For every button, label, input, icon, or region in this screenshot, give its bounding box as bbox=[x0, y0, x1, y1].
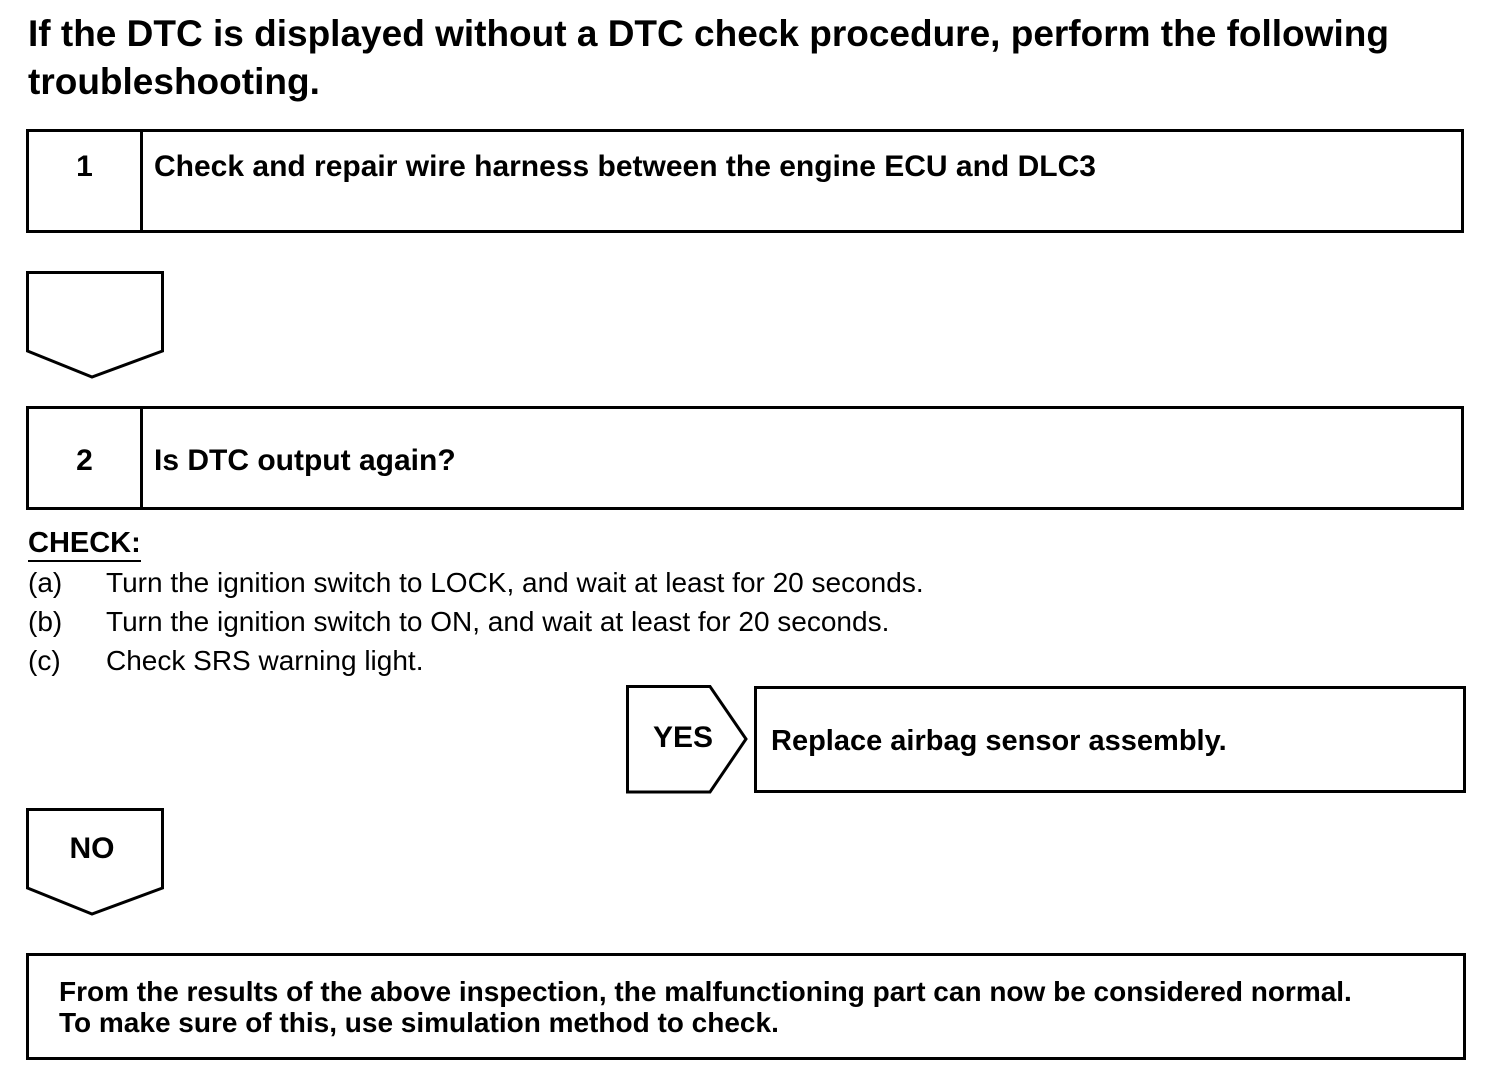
step-2-box: 2 Is DTC output again? bbox=[26, 406, 1464, 510]
step-2-number: 2 bbox=[29, 409, 143, 507]
check-item: (a) Turn the ignition switch to LOCK, an… bbox=[28, 563, 924, 602]
step-1-box: 1 Check and repair wire harness between … bbox=[26, 129, 1464, 233]
step-1-number: 1 bbox=[29, 132, 143, 230]
check-item-text: Turn the ignition switch to ON, and wait… bbox=[106, 606, 890, 637]
yes-result-text: Replace airbag sensor assembly. bbox=[771, 725, 1227, 757]
no-arrow-shape bbox=[26, 808, 164, 916]
page-title: If the DTC is displayed without a DTC ch… bbox=[28, 13, 1389, 102]
conclusion-line-2: To make sure of this, use simulation met… bbox=[59, 1007, 779, 1038]
yes-label: YES bbox=[652, 721, 714, 754]
check-label: CHECK: bbox=[28, 526, 141, 562]
check-item: (b) Turn the ignition switch to ON, and … bbox=[28, 602, 924, 641]
check-item-marker: (c) bbox=[28, 645, 61, 676]
check-item-marker: (b) bbox=[28, 606, 63, 637]
check-item-marker: (a) bbox=[28, 567, 63, 598]
step-1-text: Check and repair wire harness between th… bbox=[154, 150, 1096, 183]
check-item: (c) Check SRS warning light. bbox=[28, 641, 924, 680]
check-item-text: Turn the ignition switch to LOCK, and wa… bbox=[106, 567, 924, 598]
conclusion-box: From the results of the above inspection… bbox=[26, 953, 1466, 1060]
yes-result-box: Replace airbag sensor assembly. bbox=[754, 686, 1466, 793]
no-label: NO bbox=[69, 832, 115, 865]
check-item-text: Check SRS warning light. bbox=[106, 645, 424, 676]
flow-down-arrow bbox=[26, 271, 164, 379]
check-list: (a) Turn the ignition switch to LOCK, an… bbox=[28, 563, 924, 680]
step-2-text: Is DTC output again? bbox=[154, 444, 456, 477]
conclusion-line-1: From the results of the above inspection… bbox=[59, 976, 1352, 1007]
yes-arrow-shape bbox=[626, 685, 748, 794]
